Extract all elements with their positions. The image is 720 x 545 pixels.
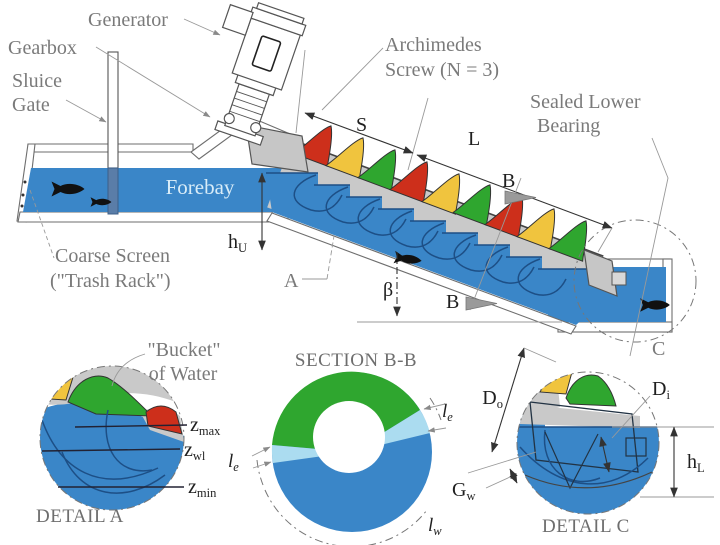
- coarse-screen-leader: [29, 189, 55, 259]
- section-bb-caption: SECTION B-B: [295, 350, 417, 371]
- forebay-label: Forebay: [166, 175, 235, 199]
- d-i-label: Di: [652, 378, 670, 402]
- z-wl-label: zwl: [184, 439, 206, 463]
- generator-leader: [183, 18, 221, 36]
- dim-do-line: [491, 347, 525, 453]
- sluice-leader: [65, 99, 107, 123]
- section-arrow-top: [504, 190, 537, 205]
- junction-box: [221, 3, 254, 36]
- section-bb: le le lw SECTION B-B: [228, 350, 453, 545]
- sluice-gate-bar: [107, 51, 119, 215]
- l-e-right-label: le: [442, 401, 453, 424]
- generator-window: [251, 35, 282, 72]
- l-e-left-label: le: [228, 451, 239, 474]
- archimedes-screw: [245, 116, 627, 325]
- section-gap-left: [271, 445, 352, 463]
- forebay-water: [23, 168, 285, 212]
- dim-b-top-label: B: [502, 170, 515, 192]
- screw-water-buckets: [266, 173, 604, 325]
- dim-l-line: [416, 154, 613, 229]
- archimedes-leader: [321, 47, 384, 111]
- detail-c: Do Di Gw hL DETAIL C: [452, 347, 714, 537]
- dim-gw-line: [509, 468, 518, 484]
- bucket-label-1: "Bucket": [148, 339, 221, 361]
- bearing-circle-right: [250, 122, 262, 134]
- dim-b-bottom-label: B: [446, 291, 459, 313]
- lower-bearing-plate: [583, 249, 618, 297]
- z-wl-line: [41, 448, 181, 452]
- bucket-label-2: of Water: [149, 363, 218, 385]
- dimension-annotations: [29, 18, 669, 357]
- beta-label: β: [383, 279, 393, 301]
- callout-a-label: A: [284, 270, 299, 292]
- detail-a-caption: DETAIL A: [36, 506, 124, 527]
- z-max-line: [74, 424, 188, 428]
- detail-c-trough-line: [524, 471, 653, 489]
- detail-c-caption: DETAIL C: [542, 516, 630, 537]
- detail-c-green-blade: [565, 374, 617, 407]
- detail-a-red-blade: [145, 405, 183, 435]
- bearing-leader: [629, 137, 669, 357]
- h-l-label: hL: [687, 451, 705, 475]
- dim-s-line: [304, 112, 414, 154]
- g-w-label: Gw: [452, 479, 475, 503]
- dim-hu-label: hU: [228, 231, 247, 255]
- detail-a-boundary: [39, 365, 185, 511]
- dim-l-label: L: [468, 128, 480, 150]
- section-outer-arc-bottom: [264, 489, 428, 545]
- detail-c-end-plate: [529, 401, 639, 473]
- z-max-label: zmax: [190, 414, 221, 438]
- coarse-screen-label-1: Coarse Screen: [55, 245, 170, 267]
- detail-a: "Bucket" of Water zmax zwl zmin DETAIL A: [36, 339, 221, 527]
- generator-assembly: [214, 1, 307, 146]
- d-o-label: Do: [482, 387, 503, 411]
- bearing-label-1: Sealed Lower: [530, 91, 641, 113]
- coarse-screen-label-2: ("Trash Rack"): [50, 270, 171, 292]
- bearing-circle-left: [223, 112, 235, 125]
- section-hub-hole: [313, 401, 385, 473]
- bucket-leader: [111, 353, 146, 387]
- screw-trough: [266, 212, 577, 335]
- detail-c-shaft-stub: [625, 437, 647, 457]
- archimedes-label-2: Screw (N = 3): [385, 59, 499, 81]
- section-arrow-bottom: [465, 296, 498, 311]
- sluice-gate-label-1: Sluice: [12, 70, 62, 92]
- detail-c-yellow-blade: [539, 372, 573, 395]
- dim-di-line: [599, 436, 611, 473]
- l-w-label: lw: [428, 515, 442, 538]
- lower-bearing-stub: [611, 271, 627, 286]
- detail-c-source-circle: [573, 219, 697, 343]
- callout-c-label: C: [652, 338, 665, 360]
- sluice-gate-label-2: Gate: [12, 94, 50, 116]
- generator-label: Generator: [88, 9, 168, 31]
- z-min-label: zmin: [188, 476, 217, 500]
- bearing-label-2: Bearing: [537, 115, 600, 137]
- gearbox-label: Gearbox: [8, 37, 77, 59]
- dim-s-label: S: [356, 114, 367, 136]
- archimedes-label-1: Archimedes: [385, 34, 482, 56]
- gearbox-leader: [95, 46, 211, 118]
